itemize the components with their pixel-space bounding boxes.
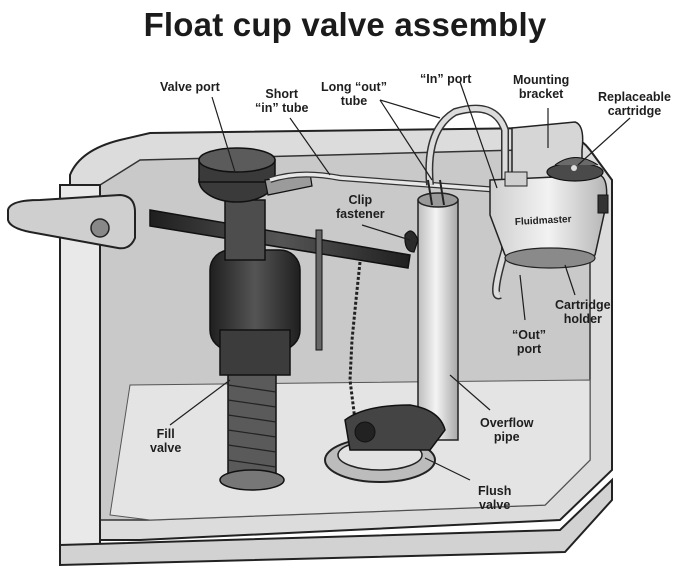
brand-text: Fluidmaster (515, 214, 572, 228)
leader-flush-valve (424, 457, 471, 481)
label-line: Flush (478, 484, 512, 498)
leader-long-out-tube-2 (379, 99, 433, 181)
diagram-title: Float cup valve assembly (143, 6, 547, 43)
leader-in-port (459, 81, 498, 189)
leader-overflow-pipe (449, 374, 491, 411)
flush-handle (7, 193, 136, 250)
leader-cartridge-holder (564, 264, 576, 296)
leader-out-port (519, 274, 526, 321)
label-line: Long “out” (321, 80, 387, 94)
flapper-chain (348, 261, 362, 421)
label-long-out-tube: Long “out”tube (321, 80, 387, 108)
flush-lever-arm (149, 209, 411, 269)
label-line: holder (563, 312, 602, 326)
label-line: valve (479, 498, 511, 512)
label-out-port: “Out”port (512, 328, 546, 356)
leader-short-in-tube (289, 117, 331, 176)
label-short-in-tube: Short“in” tube (255, 87, 308, 115)
label-line: bracket (518, 87, 564, 101)
label-line: fastener (336, 207, 385, 221)
label-in-port: “In” port (420, 72, 471, 86)
label-line: Clip (348, 193, 373, 207)
label-line: cartridge (607, 104, 662, 118)
clip-fastener (404, 230, 419, 253)
leader-lines (169, 81, 631, 481)
label-line: Overflow (480, 416, 534, 430)
label-line: port (516, 342, 542, 356)
label-line: Mounting (513, 73, 570, 87)
cartridge-holder-assembly (489, 121, 609, 269)
label-line: “In” port (420, 72, 472, 86)
label-line: Replaceable (598, 90, 671, 104)
label-line: tube (340, 94, 368, 108)
leader-fill-valve (169, 379, 231, 426)
label-line: Cartridge (555, 298, 611, 312)
label-line: pipe (493, 430, 520, 444)
leader-long-out-tube-1 (379, 99, 441, 119)
label-line: “Out” (512, 328, 547, 342)
label-line: Valve port (160, 80, 220, 94)
overflow-pipe (417, 179, 459, 441)
fill-valve (198, 147, 323, 491)
label-valve-port: Valve port (160, 80, 220, 94)
tank-bottom-rim (59, 477, 613, 567)
leader-clip-fastener (361, 224, 411, 241)
leader-valve-port (211, 96, 236, 173)
label-line: Short (265, 87, 299, 101)
leader-replaceable-cartridge (577, 117, 631, 166)
flush-valve (324, 404, 446, 483)
label-line: “in” tube (255, 101, 309, 115)
label-line: Fill (156, 427, 175, 441)
label-line: valve (150, 441, 182, 455)
